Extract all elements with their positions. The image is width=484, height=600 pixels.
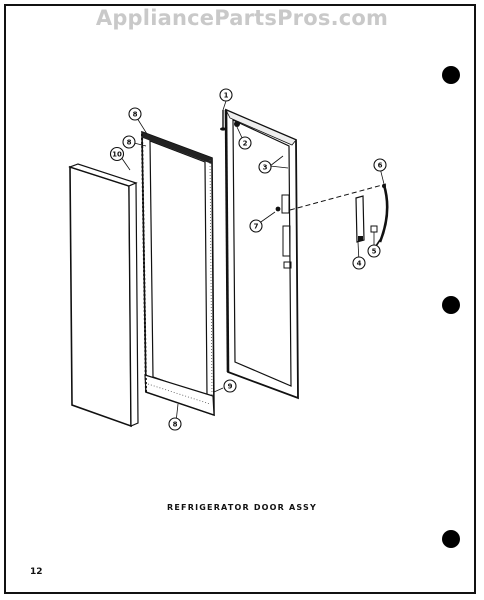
callout-8-top-label: 8 <box>133 111 138 119</box>
watermark-text: AppliancePartsPros.com <box>95 6 389 30</box>
callout-10: 10 <box>109 146 125 162</box>
screw-and-hinge <box>220 110 281 212</box>
door-outer-panel <box>68 163 139 428</box>
callout-6-label: 6 <box>378 162 383 170</box>
door-gasket-frame <box>141 130 215 417</box>
callout-3: 3 <box>258 160 272 174</box>
callout-9-right-label: 9 <box>228 383 233 391</box>
binder-hole-top <box>442 66 460 84</box>
binder-hole-bottom <box>442 530 460 548</box>
callout-8-bottom: 8 <box>168 417 182 431</box>
callout-4: 4 <box>352 256 366 270</box>
callout-6: 6 <box>373 158 387 172</box>
callout-9-right: 9 <box>223 379 237 393</box>
leader-lines <box>120 100 385 423</box>
page-border <box>4 4 476 594</box>
callout-7-label: 7 <box>254 223 259 231</box>
callout-4-label: 4 <box>357 260 362 268</box>
callout-8-side: 8 <box>122 135 136 149</box>
callout-8-bottom-label: 8 <box>173 421 178 429</box>
callout-1-label: 1 <box>224 92 229 100</box>
callout-1: 1 <box>219 88 233 102</box>
callout-3-label: 3 <box>263 164 268 172</box>
callout-8-side-label: 8 <box>127 139 132 147</box>
binder-hole-middle <box>442 296 460 314</box>
callout-5: 5 <box>367 244 381 258</box>
door-inner-liner <box>224 108 299 400</box>
callout-9-liner: 9 <box>0 0 5 2</box>
callout-7: 7 <box>249 219 263 233</box>
callout-8-top: 8 <box>128 107 142 121</box>
door-stop-bracket <box>355 184 389 247</box>
callout-2: 2 <box>238 136 252 150</box>
callout-2-label: 2 <box>243 140 248 148</box>
diagram-caption: REFRIGERATOR DOOR ASSY <box>167 503 317 512</box>
alignment-line <box>289 183 387 211</box>
page-number: 12 <box>30 567 43 577</box>
callout-markers: 1 2 3 4 5 6 7 <box>0 0 387 431</box>
callout-10-label: 10 <box>112 151 122 159</box>
callout-5-label: 5 <box>372 248 377 256</box>
